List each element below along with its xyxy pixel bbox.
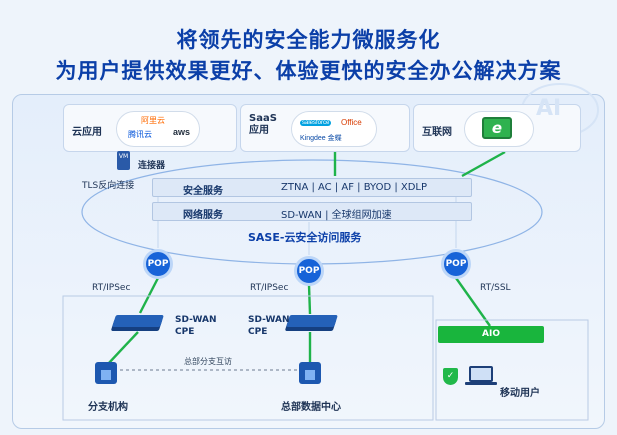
link-label-left: RT/IPSec [92, 283, 131, 293]
branch-link-label: 总部分支互访 [184, 357, 232, 366]
link-internet [461, 150, 506, 178]
sase-title: SASE-云安全访问服务 [248, 231, 362, 244]
branch-building-icon [95, 362, 117, 384]
headline-line-2: 为用户提供效果更好、体验更快的安全办公解决方案 [55, 59, 562, 83]
sd-wan-cpe-left-icon [112, 315, 164, 327]
mobile-frame [435, 319, 589, 421]
ai-watermark: AI [536, 96, 562, 121]
cloud-app-label: 云应用 [72, 127, 102, 138]
saas-cloud-icon [291, 111, 377, 147]
headline-line-1: 将领先的安全能力微服务化 [176, 28, 441, 52]
hq-site-label: 总部数据中心 [281, 402, 341, 413]
brand-kingdee: Kingdee 金蝶 [300, 135, 342, 142]
internet-label: 互联网 [422, 127, 452, 138]
campus-frame [62, 295, 434, 421]
vm-connector-icon: VM [117, 151, 130, 170]
link-label-right: RT/SSL [480, 283, 511, 293]
brand-tencent: 腾讯云 [128, 130, 152, 139]
brand-aws: aws [173, 127, 191, 137]
pop-mid: POP [294, 256, 324, 286]
link-pop-mid-cpe [307, 284, 312, 315]
brand-aliyun: 阿里云 [141, 116, 165, 125]
aio-bar: AIO [438, 326, 544, 343]
laptop-base [465, 382, 497, 385]
cpe-mid-label: SD-WAN CPE [248, 315, 290, 337]
link-label-mid: RT/IPSec [250, 283, 289, 293]
shield-icon: ✓ [443, 368, 458, 385]
link-cpe-left-branch [107, 331, 139, 365]
cloud-app-cloud-icon [116, 111, 200, 147]
brand-office: Office [341, 118, 362, 127]
connector-label: 连接器 [138, 161, 166, 171]
saas-label: SaaS 应用 [249, 113, 277, 136]
security-service-key: 安全服务 [183, 186, 223, 197]
mobile-user-label: 移动用户 [500, 388, 540, 399]
security-service-value: ZTNA | AC | AF | BYOD | XDLP [281, 182, 428, 193]
branch-site-label: 分支机构 [88, 402, 128, 413]
hq-building-icon [299, 362, 321, 384]
network-service-value: SD-WAN | 全球组网加速 [281, 210, 392, 221]
tls-label: TLS反向连接 [82, 181, 135, 191]
pop-right: POP [441, 249, 471, 279]
network-service-bar: 网络服务 SD-WAN | 全球组网加速 [152, 202, 472, 221]
sd-wan-cpe-mid-icon [286, 315, 338, 327]
laptop-icon [469, 366, 493, 382]
browser-e-icon: e [482, 117, 512, 139]
pop-left: POP [143, 249, 173, 279]
security-service-bar: 安全服务 ZTNA | AC | AF | BYOD | XDLP [152, 178, 472, 197]
cpe-left-label: SD-WAN CPE [175, 315, 217, 337]
network-service-key: 网络服务 [183, 210, 223, 221]
brand-salesforce: salesforce [300, 120, 332, 126]
link-pop-right-aio [455, 277, 491, 327]
